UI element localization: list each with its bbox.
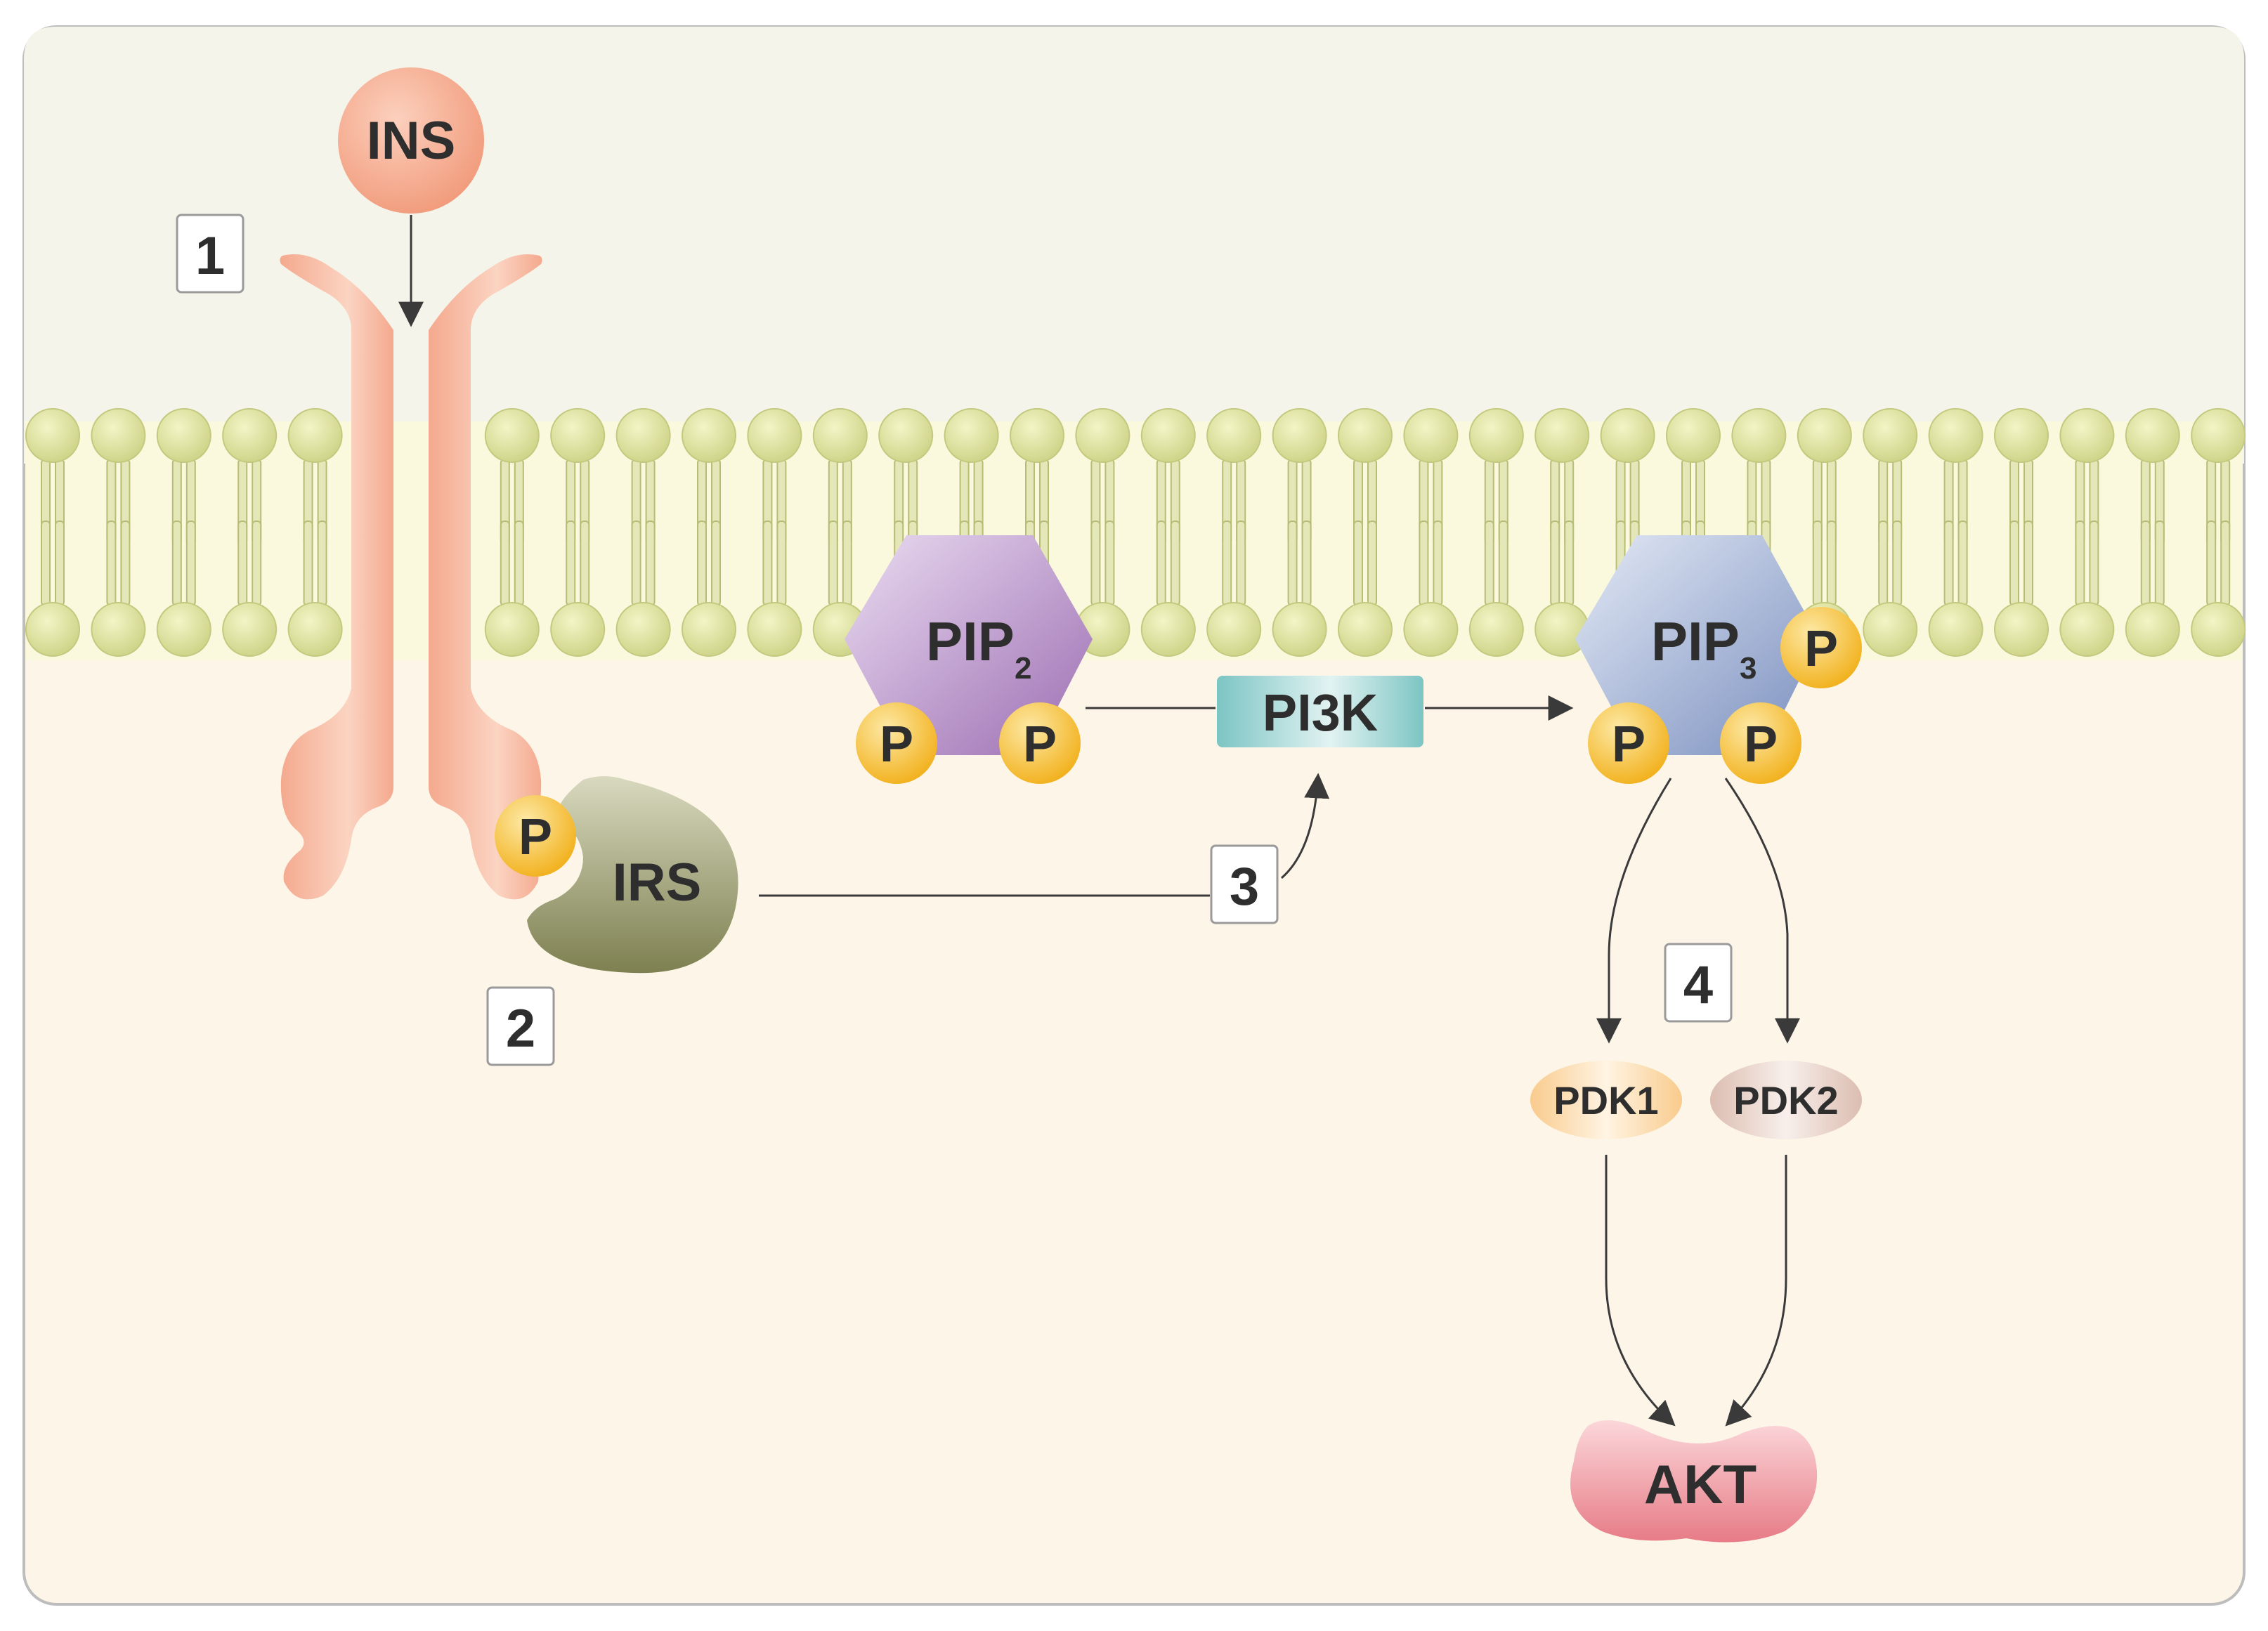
pi3k-label: PI3K [1263,683,1379,742]
pdk1-to-akt-arrow [1605,1155,1676,1427]
phospholipid [747,520,802,657]
phospholipid [222,520,278,657]
phospholipid [944,408,999,544]
irs-protein: IRS [527,776,738,974]
phosphate-label: P [519,809,552,865]
pip3-label: PIP [1651,610,1740,672]
phosphate-label: P [1023,716,1057,773]
step3-to-pi3k-arrow [1281,773,1330,879]
phospholipid [1140,520,1196,657]
pdk1-label: PDK1 [1553,1078,1658,1122]
step-number: 1 [195,226,225,286]
pip2-phosphate-right: P [999,702,1081,784]
phosphate-label: P [1744,716,1778,773]
phospholipid [1206,520,1262,657]
insulin-receptor [280,254,542,900]
akt-label: AKT [1644,1453,1757,1515]
phospholipid [1994,520,2049,657]
pip2-label: PIP [926,610,1015,672]
pip2-subscript: 2 [1015,651,1031,686]
pip3-to-pdk2-arrow [1724,778,1800,1044]
pip3-phosphate-top: P [1780,607,1862,688]
pip2-molecule: PIP 2 [845,535,1093,755]
phospholipid [550,520,606,657]
phospholipid [682,520,736,657]
step-box-4: 4 [1664,943,1733,1023]
phosphate-label: P [880,716,913,773]
phosphate-label: P [1612,716,1645,773]
pathway-arrows [759,695,1800,1427]
step-number: 2 [506,999,535,1059]
step-box-3: 3 [1210,844,1279,924]
phospholipid [1928,520,1983,657]
ins-label: INS [367,111,456,171]
pip3-phosphate-left: P [1588,702,1669,784]
pdk2-kinase: PDK2 [1710,1061,1862,1139]
step-box-2: 2 [486,986,555,1066]
phospholipid [287,520,343,657]
pip3-to-pdk1-arrow [1596,778,1672,1044]
phospholipid [1140,408,1196,544]
phospholipid [1403,520,1459,657]
phospholipid [156,520,211,657]
phospholipid [25,520,80,657]
pi3k-enzyme: PI3K [1217,676,1423,747]
step-number: 4 [1683,955,1713,1015]
phosphate-label: P [1804,621,1838,677]
phospholipid [1863,520,1918,657]
pdk2-label: PDK2 [1733,1078,1838,1122]
pdk1-kinase: PDK1 [1530,1061,1682,1139]
insulin-molecule: INS [338,67,484,214]
pdk2-to-akt-arrow [1725,1155,1787,1427]
pip3-molecule: PIP 3 [1575,535,1820,755]
step-number: 3 [1230,857,1259,917]
phospholipid [1338,520,1393,657]
irs-phosphate: P [495,795,576,877]
phospholipid [1272,520,1327,657]
pip2-phosphate-left: P [856,702,937,784]
irs-label: IRS [613,853,702,912]
phospholipid [2125,520,2180,657]
phospholipid [484,520,540,657]
phospholipid [91,520,146,657]
pip3-main: PIP [1651,610,1740,672]
phospholipid [2191,520,2246,657]
step-box-1: 1 [176,214,245,294]
phospholipid [1468,520,1524,657]
pip3-phosphate-right: P [1720,702,1801,784]
akt-kinase: AKT [1570,1420,1818,1542]
phospholipid [615,520,671,657]
pip3-subscript: 3 [1740,651,1757,686]
pip2-main: PIP [926,610,1015,672]
phospholipid [2059,520,2115,657]
